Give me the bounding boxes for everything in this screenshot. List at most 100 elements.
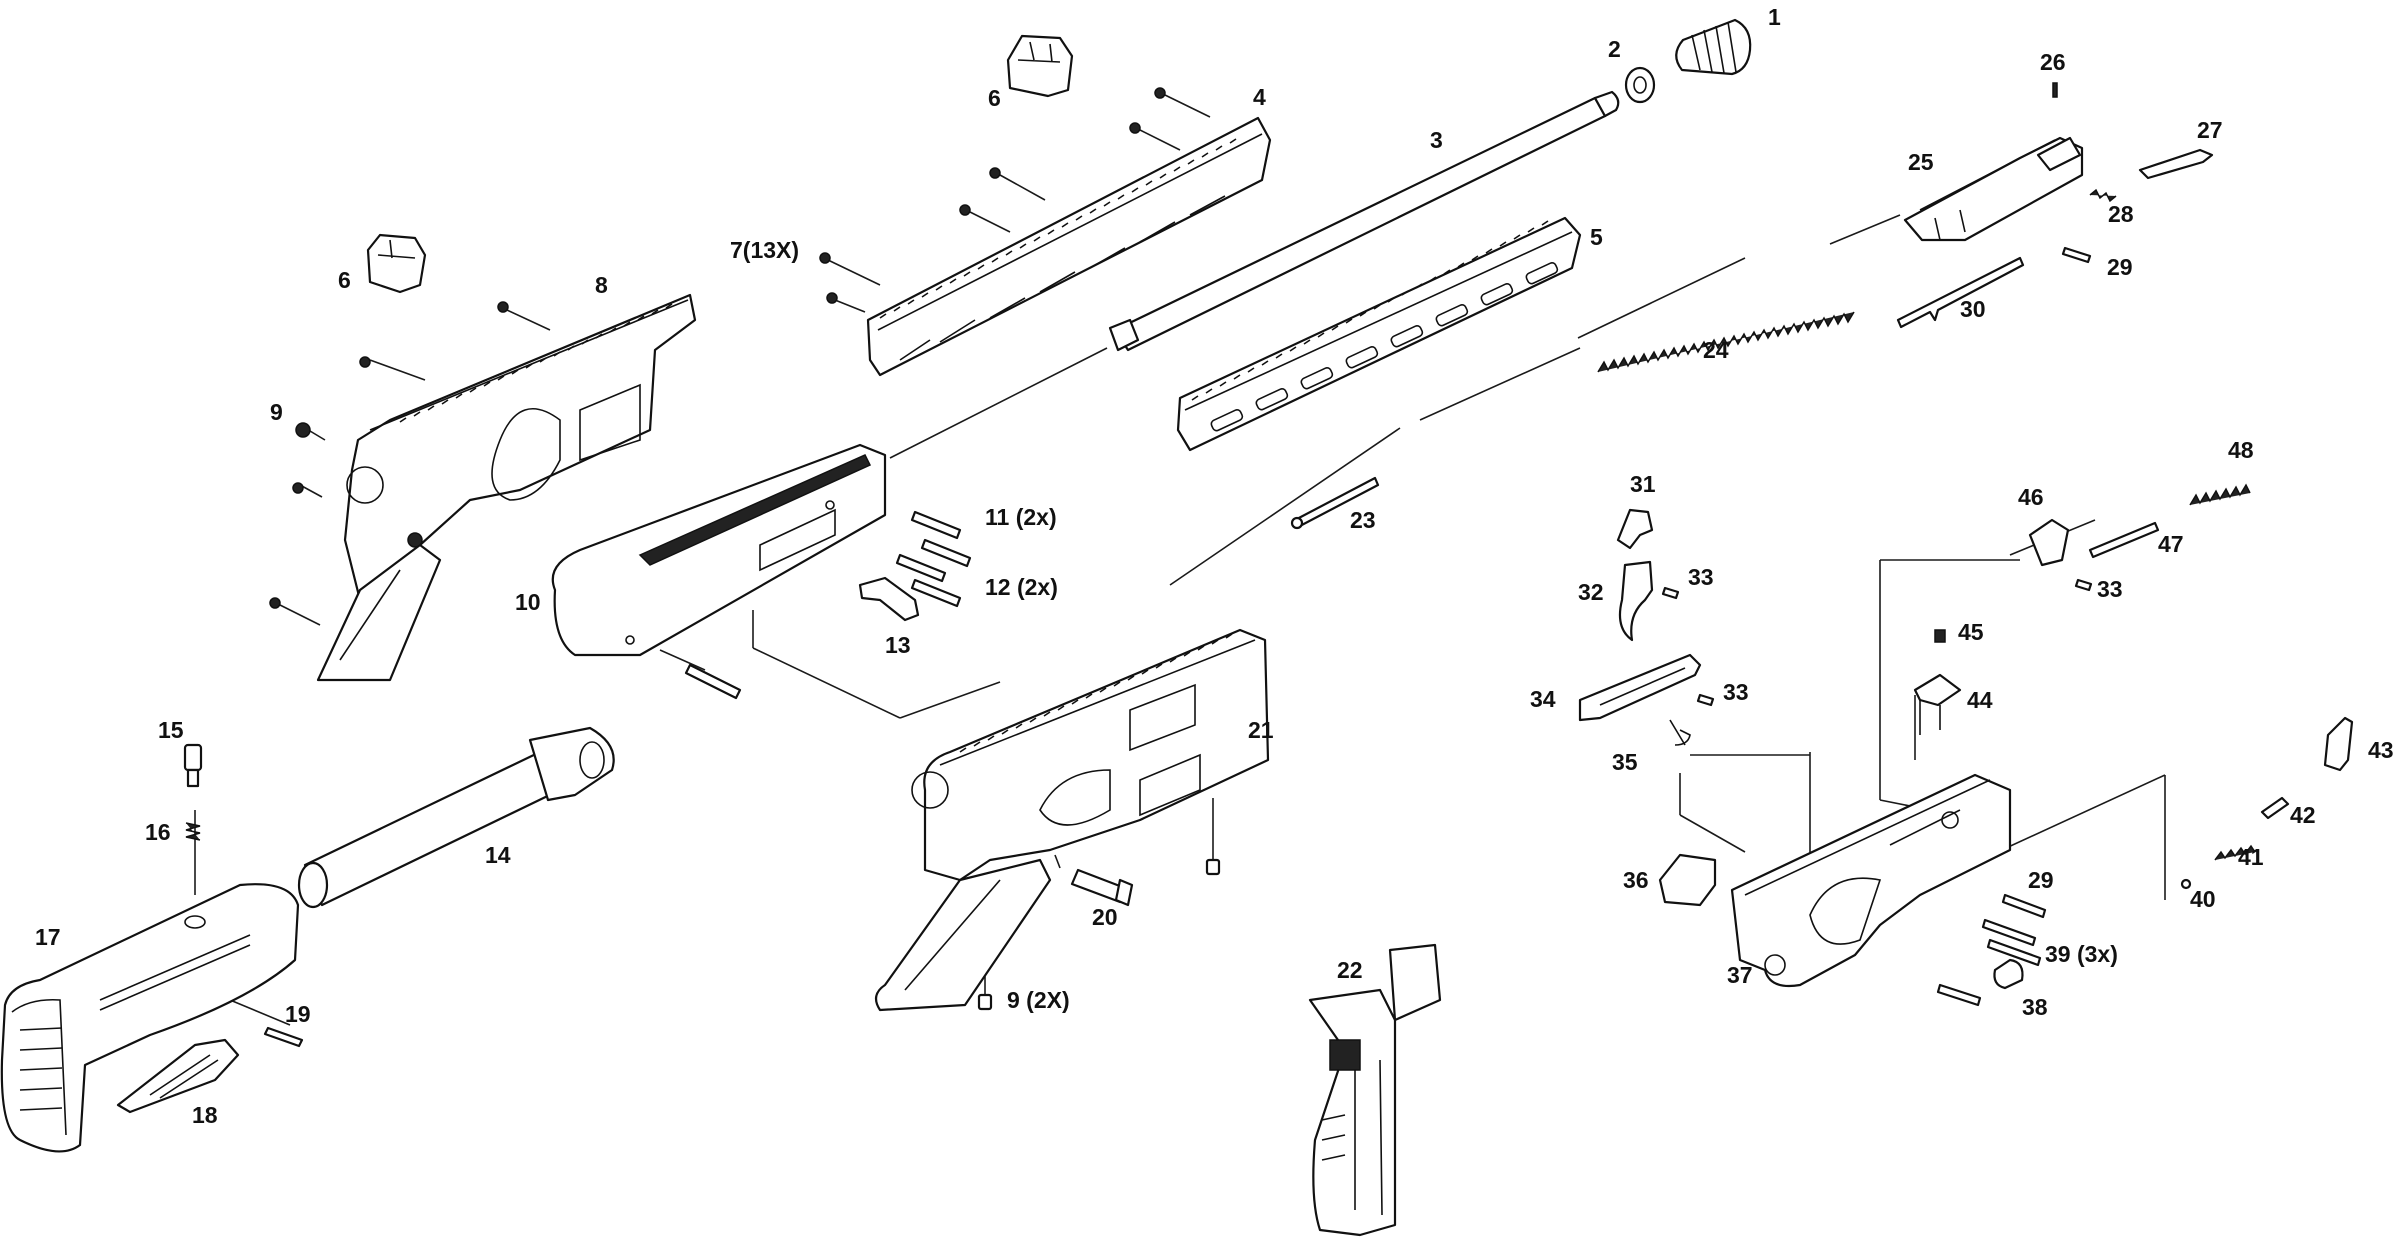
part-label-39: 39 (3x) <box>2045 941 2118 967</box>
hammer-46-part <box>2028 518 2070 567</box>
receiver-screws-left-part <box>269 301 509 609</box>
receiver-cover-part <box>551 443 887 657</box>
part-label-36: 36 <box>1623 867 1649 893</box>
housing-pins-part <box>1936 918 2042 1007</box>
magazine-part <box>1308 943 1442 1237</box>
part-label-43: 43 <box>2368 737 2394 763</box>
part-label-32: 32 <box>1578 579 1604 605</box>
part-label-17: 17 <box>35 924 61 950</box>
ball-40-part <box>2180 878 2192 890</box>
part-label-47: 47 <box>2158 531 2184 557</box>
part-label-14: 14 <box>485 842 511 868</box>
part-label-34: 34 <box>1530 686 1556 712</box>
stock-part <box>0 883 300 1153</box>
part-labels: 1 2 3 4 5 6 6 7(13X) 8 9 10 11 (2x) 12 (… <box>35 4 2394 1128</box>
muzzle-device-part <box>1675 18 1752 76</box>
sear-part <box>1578 653 1702 722</box>
part-label-21: 21 <box>1248 717 1274 743</box>
part-label-27: 27 <box>2197 117 2223 143</box>
part-label-31: 31 <box>1630 471 1656 497</box>
part-label-33-b: 33 <box>1723 679 1749 705</box>
part-label-30: 30 <box>1960 296 1986 322</box>
pin-29-part <box>2061 246 2092 264</box>
part-label-29-upper: 29 <box>2107 254 2133 280</box>
part-label-8: 8 <box>595 272 608 298</box>
part-label-40: 40 <box>2190 886 2216 912</box>
stock-pin-part <box>263 1026 304 1048</box>
firing-pin-retainer-part <box>2052 82 2058 98</box>
part-label-35: 35 <box>1612 749 1638 775</box>
bolt-carrier-part <box>1903 136 2084 242</box>
part-label-24: 24 <box>1703 337 1729 363</box>
barrel-part <box>1108 90 1620 352</box>
part-label-18: 18 <box>192 1102 218 1128</box>
small-pins-33-part <box>1661 578 2093 707</box>
part-label-33-c: 33 <box>2097 576 2123 602</box>
pins-11-12-part <box>895 510 972 608</box>
disconnector-part <box>1616 508 1654 550</box>
part-label-38: 38 <box>2022 994 2048 1020</box>
extractor-part <box>2138 148 2214 180</box>
part-label-20: 20 <box>1092 904 1118 930</box>
part-label-6-lower: 6 <box>338 267 351 293</box>
spring-41-part <box>2214 844 2256 861</box>
detent-and-spring-part <box>183 743 203 841</box>
buffer-tube-part <box>297 726 615 909</box>
guide-rod-part <box>1290 476 1380 530</box>
stock-lever-part <box>116 1038 240 1114</box>
trigger-spring-part <box>1669 719 1691 746</box>
part-label-48: 48 <box>2228 437 2254 463</box>
lever-43-part <box>2323 716 2354 772</box>
part-label-12: 12 (2x) <box>985 574 1058 600</box>
plunger-42-part <box>2260 796 2290 820</box>
part-label-42: 42 <box>2290 802 2316 828</box>
part-label-33-a: 33 <box>1688 564 1714 590</box>
part-label-1: 1 <box>1768 4 1781 30</box>
pin-29-lower-part <box>2001 893 2047 919</box>
washer-part <box>1624 66 1656 104</box>
left-upper-receiver-part <box>316 293 697 682</box>
part-label-9-2x: 9 (2X) <box>1007 987 1070 1013</box>
lower-handguard-part <box>1176 216 1582 452</box>
latch-part <box>858 576 920 622</box>
selector-detent-part <box>1993 958 2024 990</box>
sight-part-upper <box>1006 34 1074 98</box>
part-label-11: 11 (2x) <box>985 504 1057 530</box>
recoil-spring-part <box>1597 311 1855 373</box>
part-label-41: 41 <box>2238 844 2264 870</box>
upper-handguard-part <box>866 116 1272 377</box>
part-label-4: 4 <box>1253 84 1266 110</box>
trigger-housing-part <box>1730 773 2012 988</box>
sight-part-lower <box>366 233 427 294</box>
extractor-spring-part <box>2089 188 2117 203</box>
part-label-28: 28 <box>2108 201 2134 227</box>
pin-47-part <box>2088 521 2160 559</box>
part-label-23: 23 <box>1350 507 1376 533</box>
part-label-29-lower: 29 <box>2028 867 2054 893</box>
rail-screws-part <box>819 87 1166 304</box>
bracket-44-part <box>1913 673 1962 735</box>
part-label-9: 9 <box>270 399 283 425</box>
part-label-37: 37 <box>1727 962 1753 988</box>
part-label-45: 45 <box>1958 619 1984 645</box>
part-label-26: 26 <box>2040 49 2066 75</box>
part-label-15: 15 <box>158 717 184 743</box>
right-receiver-part <box>874 628 1270 1012</box>
part-label-7: 7(13X) <box>730 237 799 263</box>
block-part <box>1658 853 1717 907</box>
screw-45-part <box>1934 629 1946 643</box>
part-label-25: 25 <box>1908 149 1934 175</box>
part-label-46: 46 <box>2018 484 2044 510</box>
receiver-screws-right-part <box>977 858 1221 1011</box>
trigger-part <box>1618 560 1654 642</box>
takedown-bolt-part <box>1070 868 1134 907</box>
part-label-6-upper: 6 <box>988 85 1001 111</box>
part-label-13: 13 <box>885 632 911 658</box>
part-label-16: 16 <box>145 819 171 845</box>
hammer-spring-part <box>2189 483 2251 506</box>
part-label-5: 5 <box>1590 224 1603 250</box>
part-label-19: 19 <box>285 1001 311 1027</box>
cover-pin-part <box>684 663 742 700</box>
part-label-22: 22 <box>1337 957 1363 983</box>
